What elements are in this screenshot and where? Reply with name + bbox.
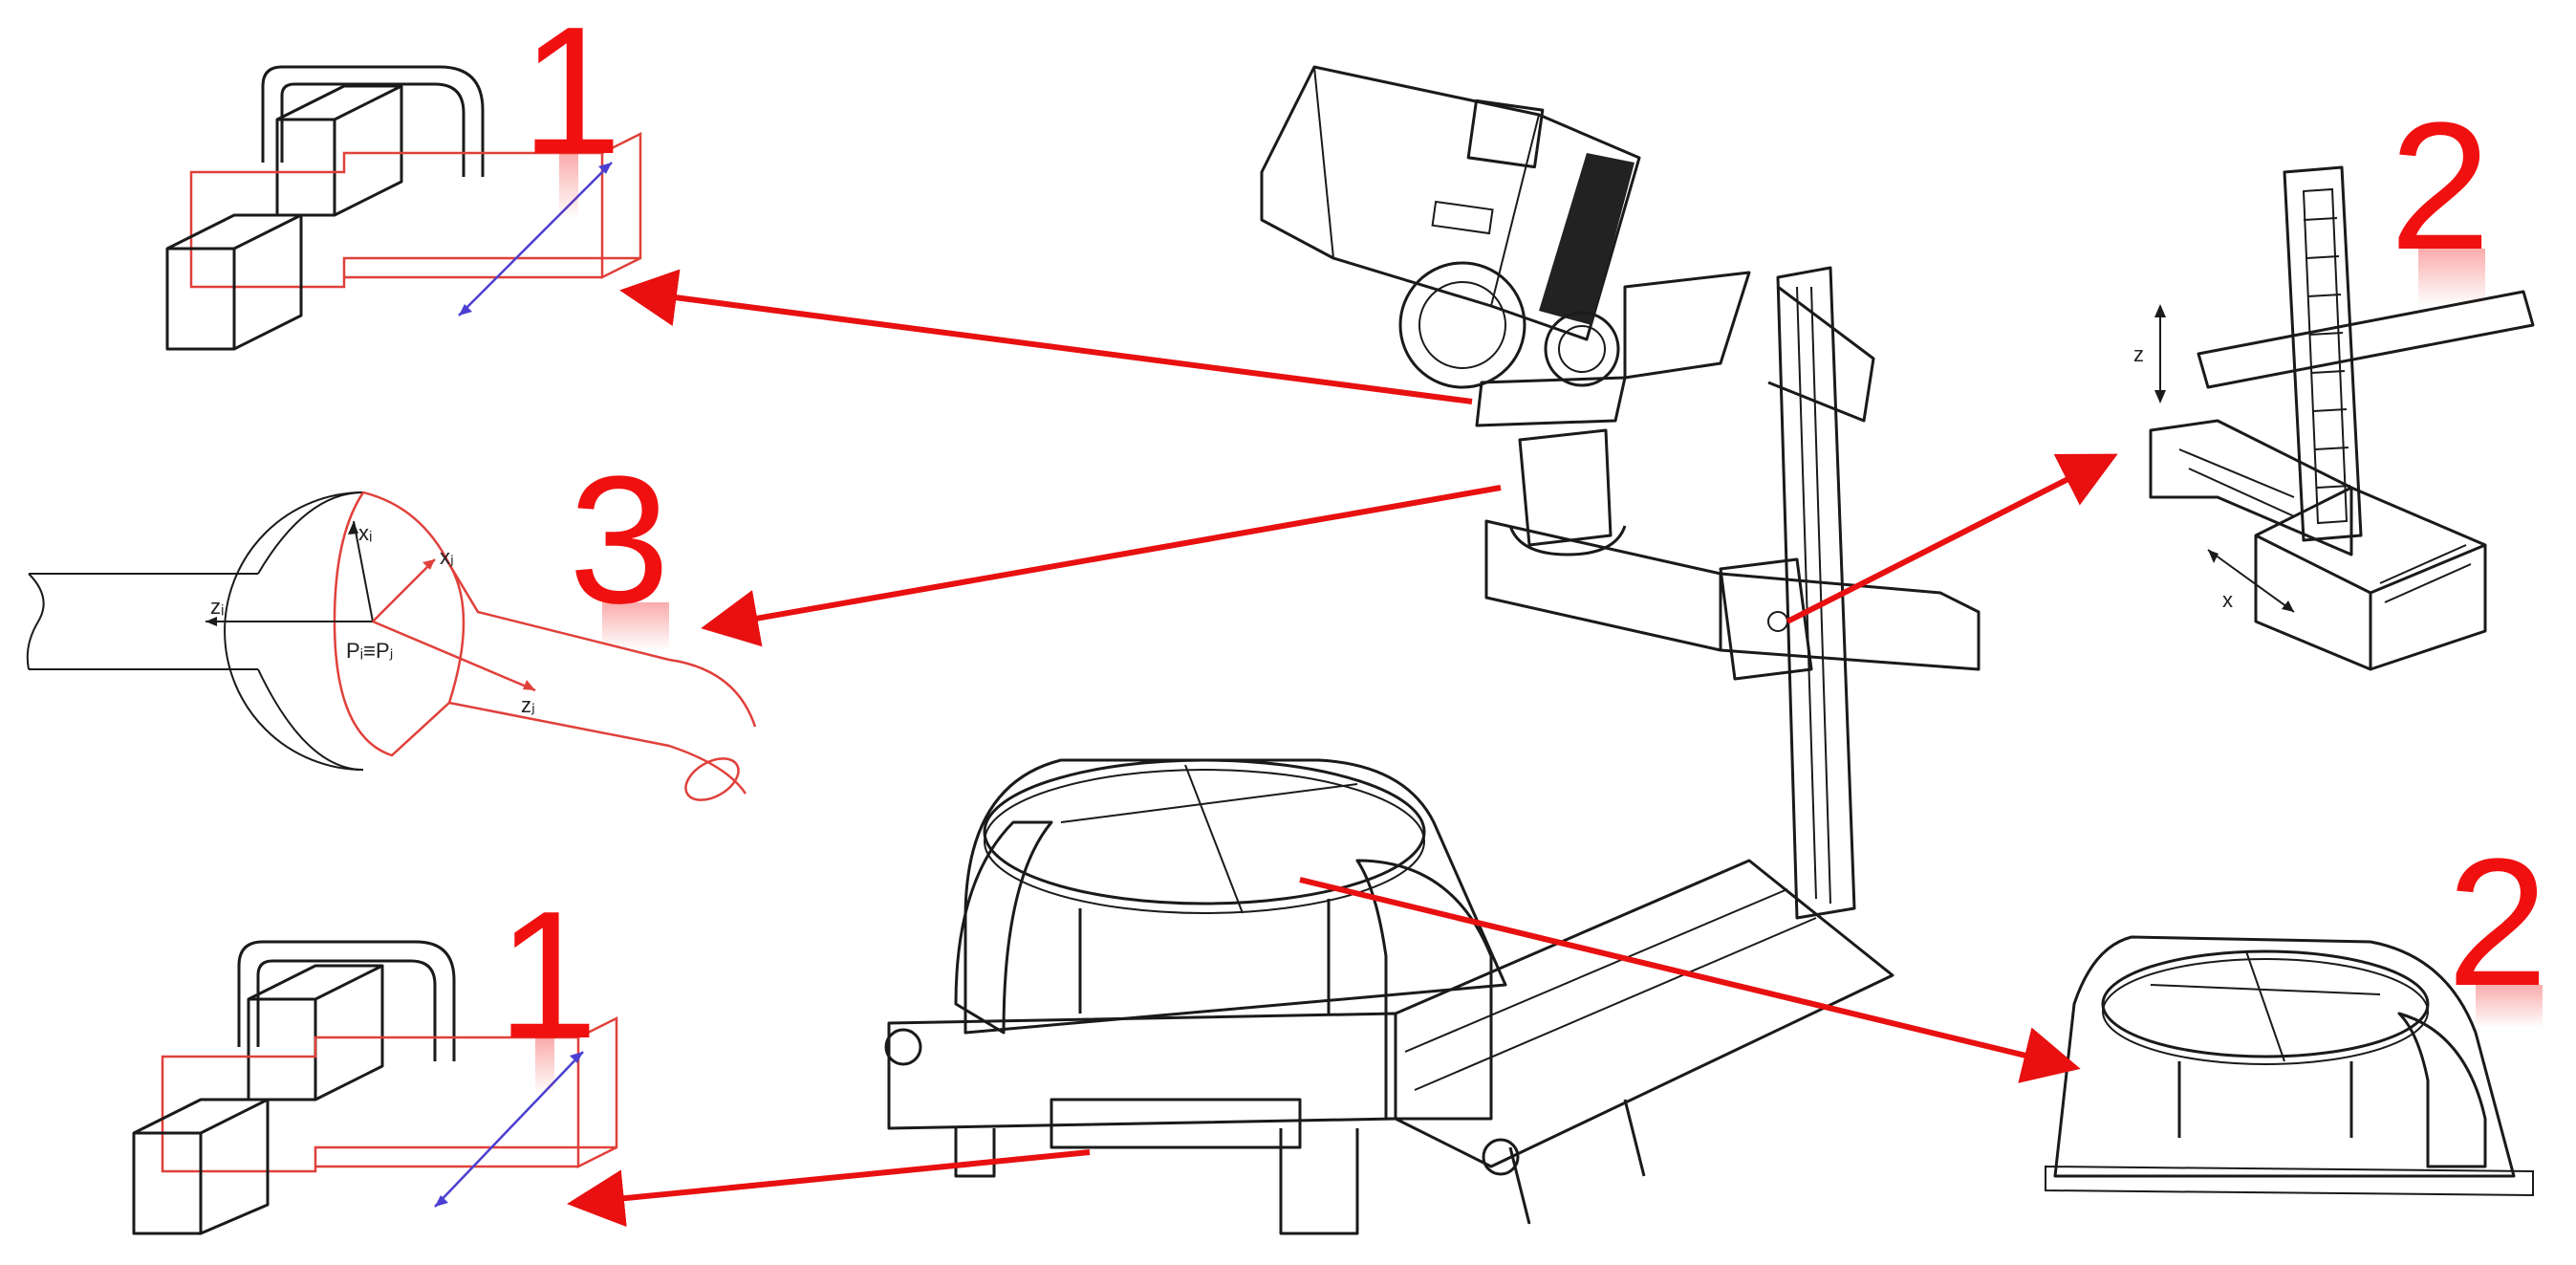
linear-stage: z x 2 xyxy=(2133,85,2535,671)
callout-number-1-bottom: 1 xyxy=(497,874,598,1077)
label-zj: zⱼ xyxy=(521,693,535,717)
callout-number-1-top: 1 xyxy=(521,0,622,192)
prismatic-joint-bottom: 1 xyxy=(132,874,618,1235)
rotary-table: 2 xyxy=(2045,821,2548,1197)
label-z-axis: z xyxy=(2133,342,2144,366)
callout-number-2-top: 2 xyxy=(2390,85,2491,288)
spherical-joint: xᵢ xⱼ zᵢ zⱼ Pᵢ≡Pⱼ 3 xyxy=(26,439,757,801)
pointer-arrows xyxy=(567,269,2118,1228)
arrow-table-to-rotary-table xyxy=(1299,877,2081,1083)
arrow-camera-mount-to-joint-1-top xyxy=(619,269,1473,404)
arrow-tilt-head-to-joint-3 xyxy=(701,485,1502,647)
label-xi: xᵢ xyxy=(358,521,372,545)
label-x-axis: x xyxy=(2222,588,2233,612)
arrow-base-to-joint-1-bottom xyxy=(567,1149,1091,1228)
label-xj: xⱼ xyxy=(440,545,454,569)
callout-number-3: 3 xyxy=(569,439,670,642)
arrow-clamp-to-linear-stage xyxy=(1786,453,2118,624)
prismatic-joint-top: 1 xyxy=(165,0,642,351)
scanner-assembly xyxy=(884,65,1981,1235)
callout-number-2-bottom: 2 xyxy=(2447,821,2548,1024)
label-zi: zᵢ xyxy=(210,595,224,619)
label-pivot: Pᵢ≡Pⱼ xyxy=(346,639,394,663)
